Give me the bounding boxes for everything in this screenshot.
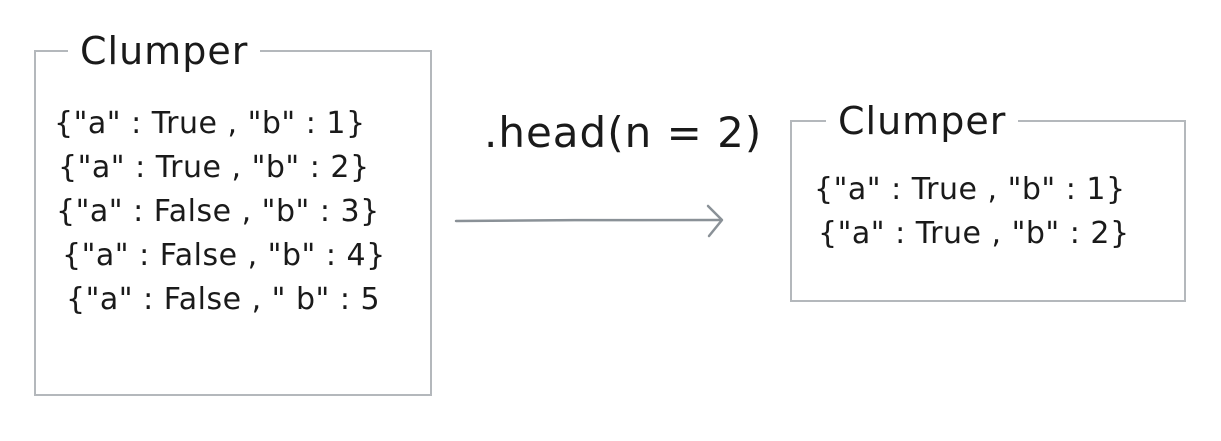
head-method-label: .head(n = 2)	[484, 108, 763, 157]
input-record: {"a" : True , "b" : 2}	[58, 150, 370, 185]
output-clumper-title: Clumper	[826, 102, 1019, 140]
output-record: {"a" : True , "b" : 2}	[818, 216, 1130, 251]
input-record-list: {"a" : True , "b" : 1} {"a" : True , "b"…	[54, 102, 386, 322]
input-record: {"a" : False , "b" : 3}	[56, 194, 380, 229]
input-record: {"a" : True , "b" : 1}	[54, 106, 366, 141]
input-clumper-title: Clumper	[68, 32, 261, 70]
output-record: {"a" : True , "b" : 1}	[814, 172, 1126, 207]
arrow-right-icon	[454, 204, 724, 238]
input-record: {"a" : False , "b" : 4}	[62, 238, 386, 273]
output-record-list: {"a" : True , "b" : 1} {"a" : True , "b"…	[814, 168, 1130, 256]
input-record: {"a" : False , " b" : 5	[66, 282, 381, 317]
